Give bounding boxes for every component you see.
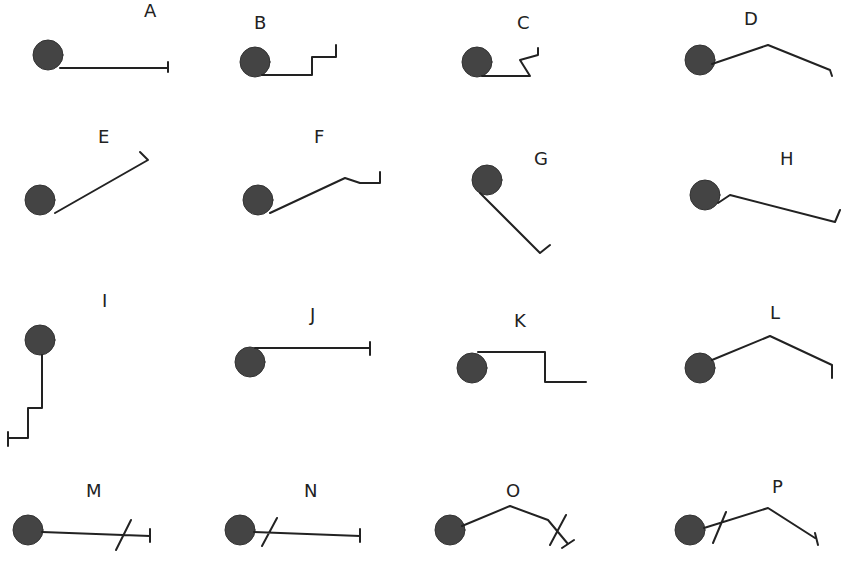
string-line xyxy=(8,355,42,446)
string-line xyxy=(255,342,370,355)
panel-letter: C xyxy=(515,14,532,32)
string-line xyxy=(254,518,360,546)
ball xyxy=(472,165,502,195)
string-line xyxy=(718,195,840,222)
string-line xyxy=(55,152,148,213)
string-line xyxy=(462,506,574,548)
panel-letter: J xyxy=(308,306,317,324)
panel-letter: M xyxy=(84,482,104,500)
ball xyxy=(25,325,55,355)
string-line xyxy=(712,45,832,76)
ball xyxy=(435,515,465,545)
ball xyxy=(675,515,705,545)
panel-letter: F xyxy=(312,128,326,146)
ball xyxy=(457,353,487,383)
panel-letter: P xyxy=(770,478,785,496)
panel-letter: L xyxy=(768,304,782,322)
string-line xyxy=(42,520,150,550)
string-line xyxy=(480,193,550,253)
ball xyxy=(235,347,265,377)
panel-letter: G xyxy=(532,150,550,168)
panel-letter: K xyxy=(512,312,528,330)
panel-letter: O xyxy=(504,482,522,500)
panel-letter: E xyxy=(96,128,111,146)
string-line xyxy=(60,62,168,72)
ball xyxy=(685,45,715,75)
ball xyxy=(13,515,43,545)
string-line xyxy=(704,508,818,545)
ball xyxy=(225,515,255,545)
ball xyxy=(685,353,715,383)
string-line xyxy=(482,48,538,76)
ball xyxy=(240,47,270,77)
panel-letter: N xyxy=(302,482,319,500)
string-line xyxy=(478,352,586,382)
string-set xyxy=(8,45,840,550)
ball xyxy=(690,180,720,210)
panel-letter: D xyxy=(742,10,760,28)
panel-letter: I xyxy=(100,292,109,310)
ball xyxy=(243,185,273,215)
string-line xyxy=(712,336,832,378)
ball-set xyxy=(13,40,720,545)
string-line xyxy=(262,45,336,75)
panel-letter: H xyxy=(778,150,796,168)
ball xyxy=(33,40,63,70)
panel-letter: A xyxy=(142,2,158,20)
ball xyxy=(25,185,55,215)
ball xyxy=(462,47,492,77)
panel-letter: B xyxy=(252,14,268,32)
string-line xyxy=(270,172,380,213)
